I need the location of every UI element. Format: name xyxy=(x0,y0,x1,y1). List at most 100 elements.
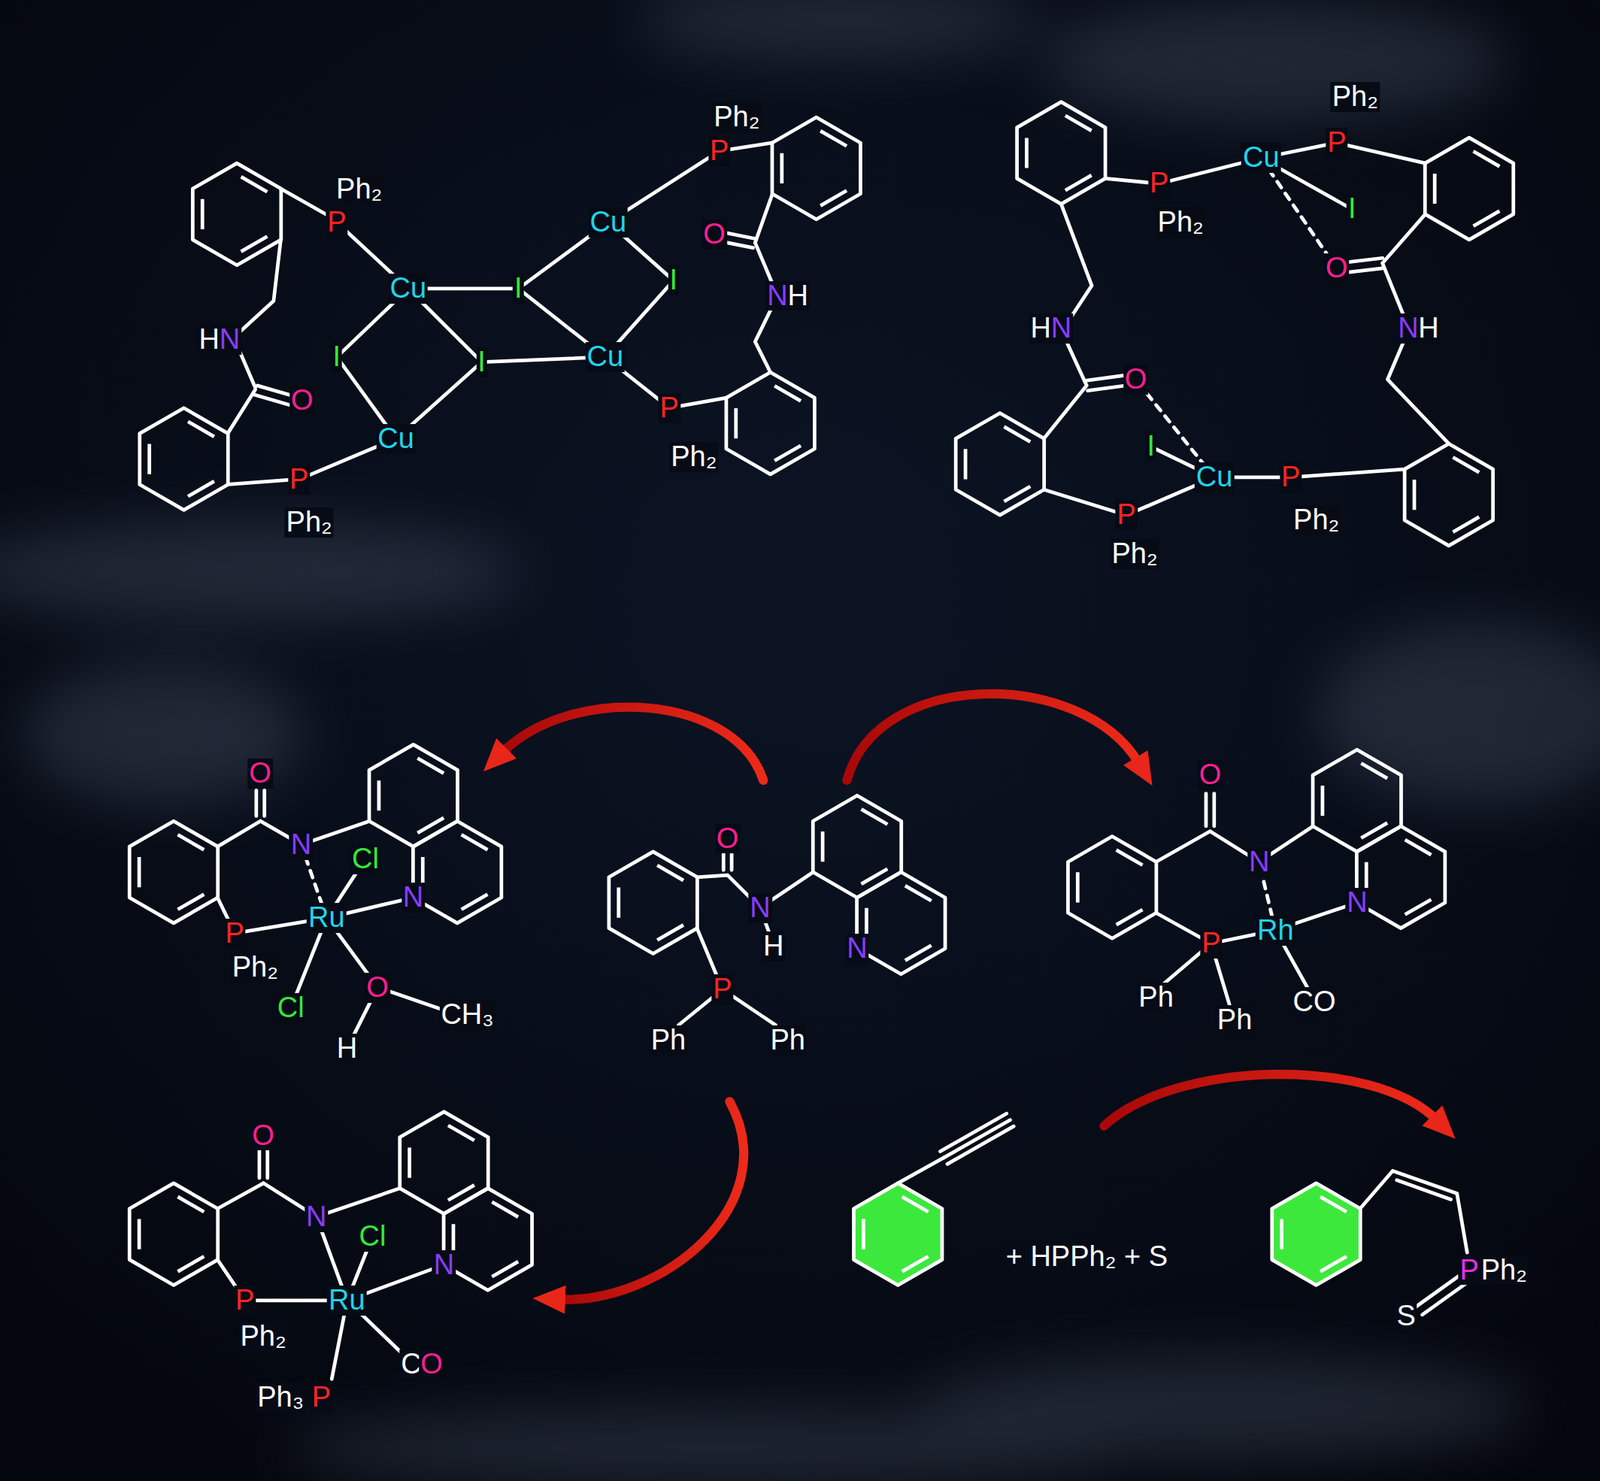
benzene-ring xyxy=(955,412,1044,516)
cloud xyxy=(20,663,307,807)
benzene-ring xyxy=(192,163,281,266)
atom-label: P xyxy=(1115,500,1138,531)
atom-label: H xyxy=(1416,313,1440,344)
atom-label: Cl xyxy=(357,1221,388,1252)
single-bonds xyxy=(678,872,814,1026)
double-bonds xyxy=(254,230,755,407)
benzene-ring xyxy=(139,408,228,511)
double-bonds xyxy=(259,1150,268,1179)
atom-label: Cl xyxy=(350,844,381,875)
atom-label: I xyxy=(512,273,525,304)
atom-label: O xyxy=(364,972,391,1004)
atom-label: CO xyxy=(1291,987,1338,1018)
rings xyxy=(129,102,1514,1291)
atom-label: N xyxy=(304,1202,328,1233)
atom-label: H xyxy=(335,1033,359,1064)
atom-label: P xyxy=(658,393,681,424)
atom-label: Ph₂ xyxy=(1479,1255,1529,1286)
atom-label: N xyxy=(1247,847,1271,878)
atom-label: Ph₃ xyxy=(255,1382,306,1413)
benzene-ring xyxy=(1017,102,1106,205)
quinoline-ring xyxy=(1356,826,1445,929)
atom-label: P xyxy=(310,1382,333,1413)
single-bonds xyxy=(1156,826,1358,1005)
green-benzene-ring xyxy=(1272,1183,1361,1286)
atom-label: N xyxy=(1345,887,1369,919)
benzene-ring xyxy=(1424,137,1513,240)
atom-label: Ru xyxy=(306,903,347,934)
quinoline-ring xyxy=(1312,749,1401,852)
atom-label: O xyxy=(289,385,316,416)
atom-label: N xyxy=(845,933,869,964)
atom-label: P xyxy=(708,136,731,167)
atom-label: P xyxy=(1148,168,1170,199)
green-benzene-ring xyxy=(854,1183,943,1286)
atom-label: N xyxy=(432,1250,456,1281)
atom-label: P xyxy=(325,207,348,238)
cloud xyxy=(1040,0,1510,123)
quinoline-ring xyxy=(369,744,458,847)
cloud xyxy=(0,520,521,623)
single-bonds xyxy=(897,1157,1467,1253)
atom-label: H xyxy=(761,931,785,962)
single-bonds xyxy=(227,142,778,485)
reaction-arrow xyxy=(846,693,1139,781)
benzene-ring xyxy=(1067,836,1156,940)
quinoline-ring xyxy=(443,1188,532,1291)
reaction-text: + HPPh₂ + S xyxy=(1004,1242,1170,1273)
atom-label: Cu xyxy=(585,342,626,373)
atom-label: O xyxy=(250,1121,276,1152)
atom-label: N xyxy=(289,830,313,861)
atom-label: Ph₂ xyxy=(712,102,761,133)
atom-label: P xyxy=(1458,1255,1481,1286)
atom-label: N xyxy=(748,893,772,924)
quinoline-ring xyxy=(400,1112,488,1215)
benzene-ring xyxy=(129,821,218,924)
single-bonds xyxy=(217,821,449,1039)
cloud xyxy=(1316,622,1600,807)
quinoline-ring xyxy=(857,872,946,975)
atom-label: P xyxy=(711,974,734,1005)
atom-label: Cl xyxy=(275,993,307,1024)
atom-label: O xyxy=(1123,364,1149,395)
atom-label: P xyxy=(1200,928,1222,959)
double-bonds xyxy=(1396,1180,1470,1316)
atom-label: I xyxy=(667,265,679,296)
atom-label: I xyxy=(1145,431,1158,462)
atom-label: I xyxy=(1346,193,1358,225)
atom-label: Ph xyxy=(1136,982,1175,1013)
atom-label: Cu xyxy=(388,273,429,304)
quinoline-ring xyxy=(412,821,501,924)
atom-label: Cu xyxy=(375,424,416,455)
double-bonds xyxy=(1206,793,1215,827)
triple-bond xyxy=(940,1113,1015,1164)
atom-label: N xyxy=(1049,313,1073,344)
atom-label: P xyxy=(287,464,310,495)
atom-label: Ru xyxy=(327,1285,367,1316)
reaction-arrow xyxy=(502,707,764,781)
single-bonds xyxy=(1043,142,1449,516)
atom-label: Ph₂ xyxy=(669,442,719,473)
atom-label: P xyxy=(223,918,246,949)
atom-label: O xyxy=(418,1349,445,1380)
reaction-arrow xyxy=(559,1101,744,1300)
benzene-ring xyxy=(726,372,815,475)
bonds xyxy=(217,142,1470,1379)
dashed-bonds xyxy=(1135,157,1337,478)
atom-label: I xyxy=(475,347,488,378)
atom-label: CH₃ xyxy=(439,1000,495,1031)
benzene-ring xyxy=(609,851,697,955)
atom-label: Ph₂ xyxy=(1330,81,1380,113)
cloud xyxy=(918,1356,1531,1459)
atom-label: Ph₂ xyxy=(284,507,334,538)
atom-label: Ph₂ xyxy=(238,1321,288,1352)
atom-label: Cu xyxy=(588,207,629,238)
atom-label: Ph₂ xyxy=(1109,539,1159,570)
reaction-arrows xyxy=(502,693,1437,1300)
atom-label: Cu xyxy=(1194,462,1235,493)
atom-label: S xyxy=(1394,1301,1417,1332)
quinoline-ring xyxy=(812,795,901,898)
